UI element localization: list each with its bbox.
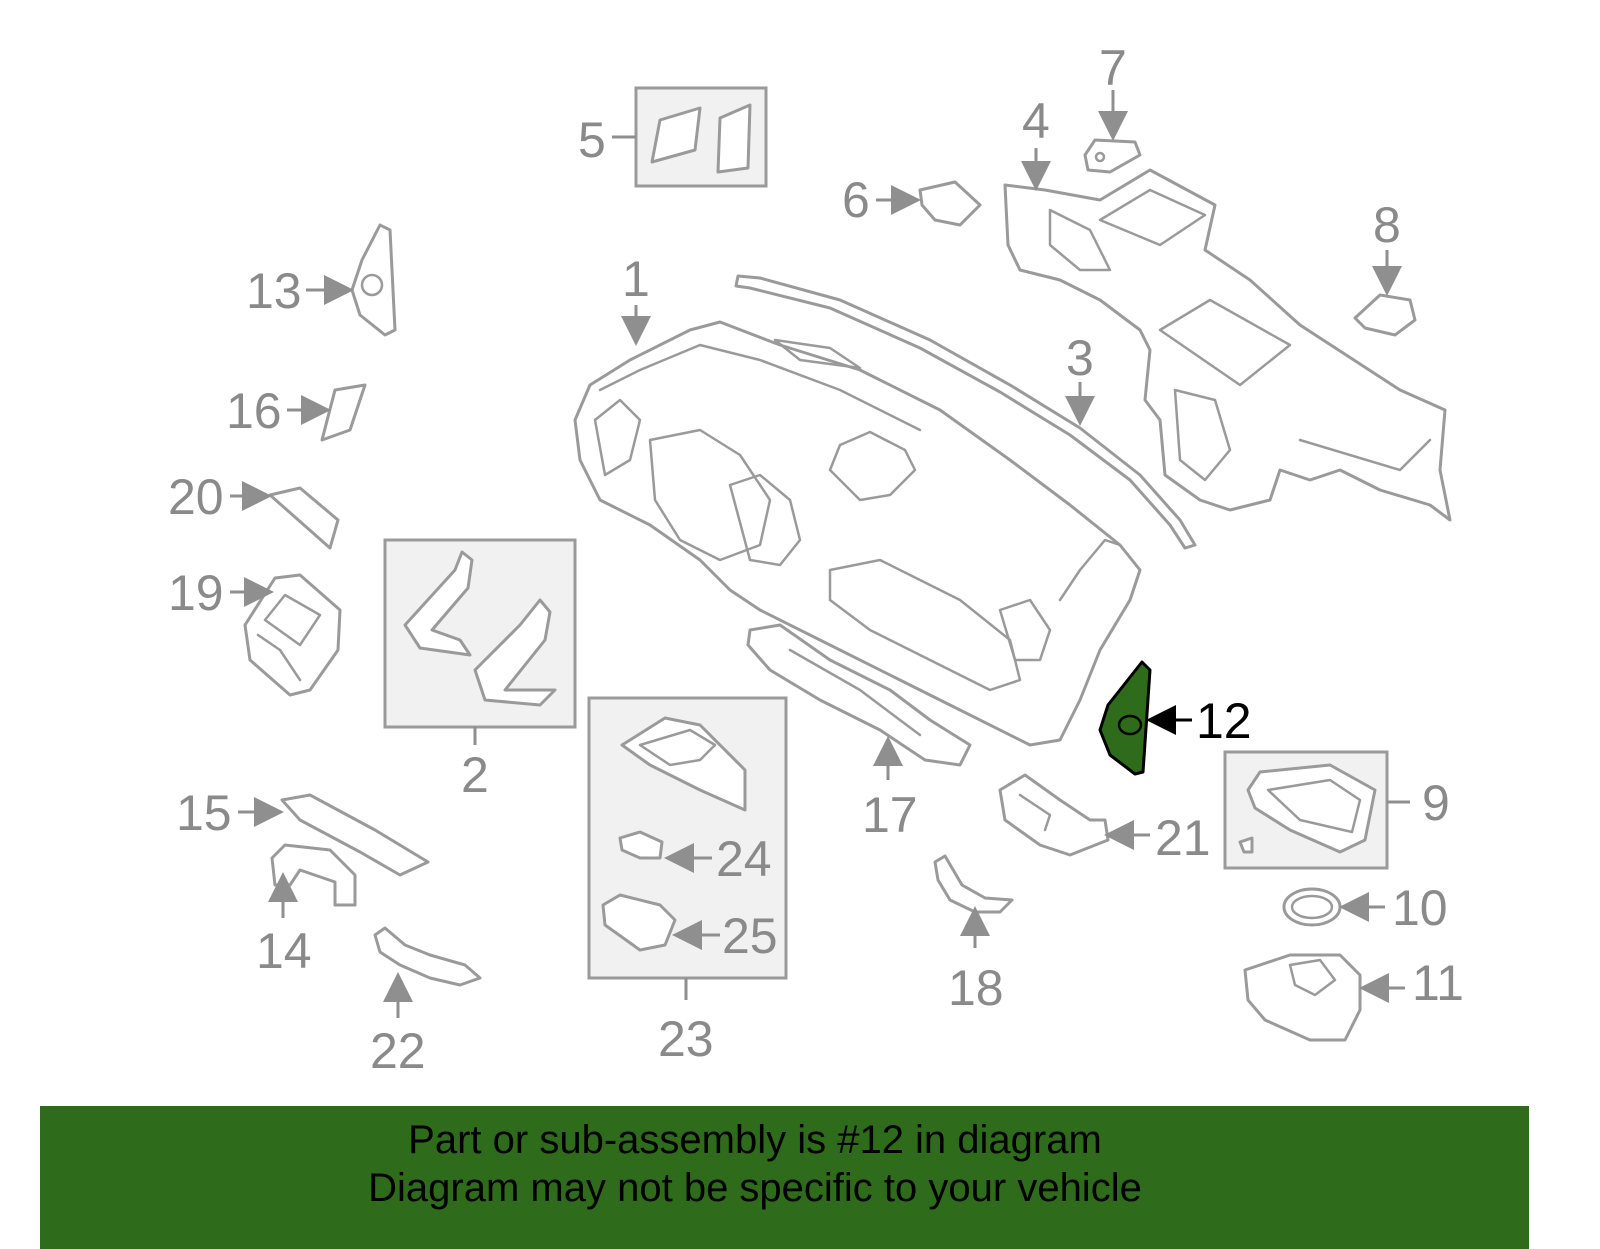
part-4-crosscar-beam [1003,168,1452,522]
callout-15: 15 [176,785,232,841]
callout-21: 21 [1155,810,1211,866]
part-12-highlighted [1098,660,1152,776]
callout-4: 4 [1022,93,1050,149]
part-2-box [383,538,577,729]
callout-16: 16 [226,383,282,439]
callout-7: 7 [1099,40,1127,96]
callout-25: 25 [722,908,778,964]
callout-1: 1 [622,251,650,307]
callout-13: 13 [246,263,302,319]
part-9-box [1223,750,1389,870]
callout-18: 18 [948,960,1004,1016]
callout-12: 12 [1196,693,1252,749]
callout-24: 24 [716,831,772,887]
callout-3: 3 [1066,330,1094,386]
callout-2: 2 [461,747,489,803]
callout-19: 19 [168,565,224,621]
part-1-instrument-panel [573,320,1142,747]
footer-part-note: Part or sub-assembly is #12 in diagram [408,1118,1102,1162]
part-16 [320,383,367,442]
callout-8: 8 [1373,197,1401,253]
callout-22: 22 [370,1023,426,1079]
callout-9: 9 [1422,775,1450,831]
callout-23: 23 [658,1011,714,1067]
callout-17: 17 [862,787,918,843]
part-20 [268,486,340,550]
part-13 [350,223,397,337]
footer-disclaimer: Diagram may not be specific to your vehi… [368,1166,1142,1210]
part-11 [1243,953,1362,1042]
callout-14: 14 [256,923,312,979]
part-5-box [634,86,768,188]
part-17 [746,623,972,767]
part-18 [933,854,1014,914]
callout-6: 6 [842,172,870,228]
callout-20: 20 [168,469,224,525]
part-15 [280,793,430,877]
callout-10: 10 [1392,880,1448,936]
footer-banner: Part or sub-assembly is #12 in diagram D… [40,1106,1529,1249]
part-8 [1353,293,1417,337]
part-10 [1282,887,1342,927]
part-3-rail [734,274,1197,550]
part-22 [373,926,482,987]
callout-5: 5 [578,112,606,168]
callout-11: 11 [1412,955,1464,1011]
part-7 [1083,138,1142,174]
part-6 [918,180,982,227]
part-21 [998,773,1110,857]
